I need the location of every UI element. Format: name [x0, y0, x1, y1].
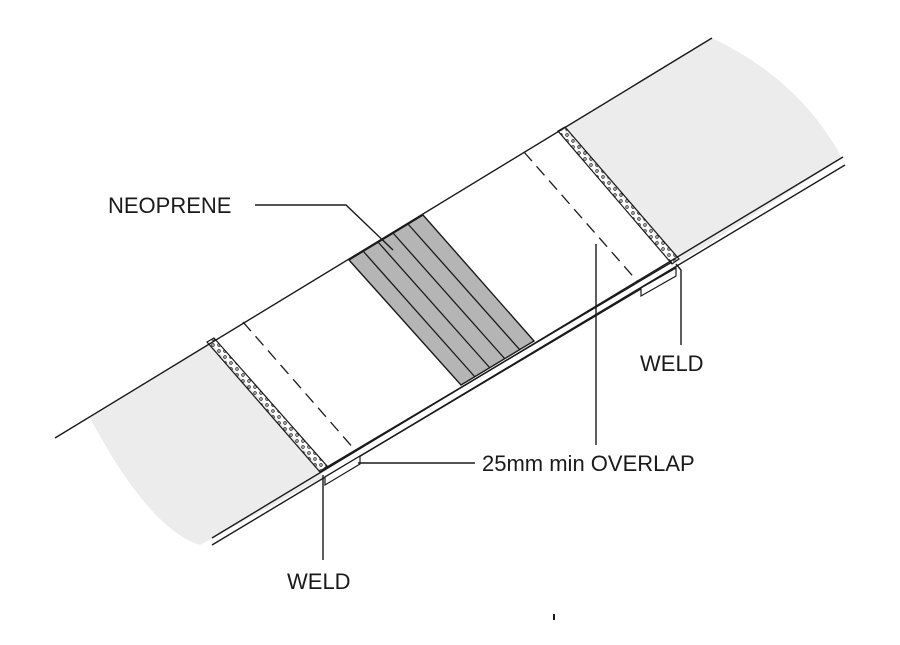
neoprene-line-1	[362, 250, 476, 378]
belt-top-edge	[54, 37, 713, 439]
neoprene-leader-line	[255, 204, 394, 251]
left-overlap-dashed-line	[242, 321, 356, 451]
weld-right-leader-line	[675, 263, 682, 345]
left-belt-shade	[90, 342, 322, 545]
neoprene-line-3	[392, 232, 506, 360]
right-overlap-tab	[640, 266, 677, 298]
splice-front-edge-1	[321, 261, 673, 471]
neoprene-band	[347, 214, 536, 386]
belt-bottom-edge-2	[211, 164, 846, 546]
left-overlap-tab	[324, 454, 361, 487]
neoprene-line-2	[377, 241, 491, 369]
right-weld-bead	[557, 126, 680, 265]
weld-bottom-label: WELD	[287, 569, 351, 594]
left-weld-bead	[206, 337, 328, 473]
splice-front-edge-2	[324, 267, 677, 478]
small-mark	[553, 614, 555, 620]
overlap-label: 25mm min OVERLAP	[482, 451, 695, 476]
neoprene-label: NEOPRENE	[108, 193, 231, 218]
right-overlap-dashed-line	[523, 151, 639, 283]
neoprene-line-4	[407, 223, 521, 351]
weld-right-label: WELD	[640, 351, 704, 376]
